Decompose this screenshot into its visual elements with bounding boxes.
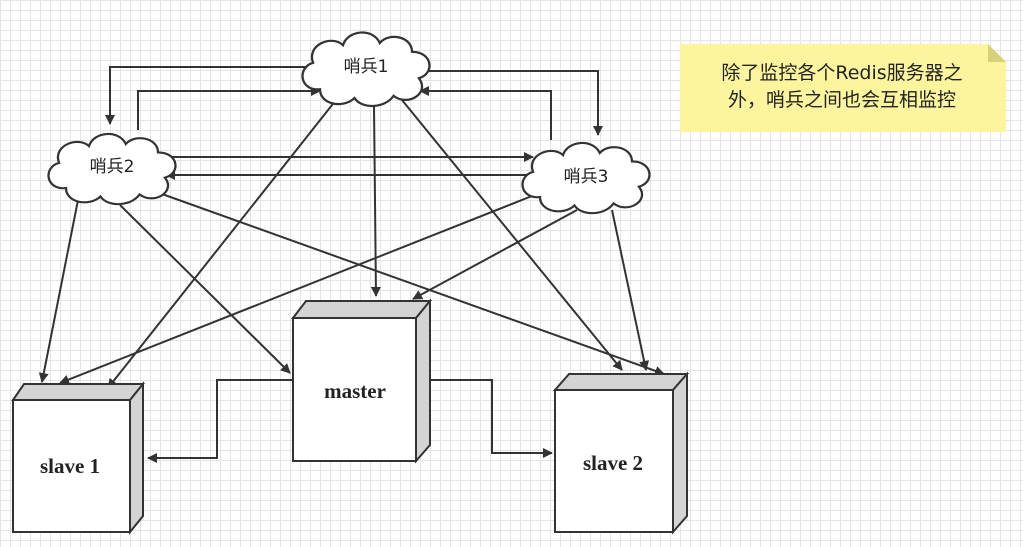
slave-2-box[interactable]: slave 2	[552, 371, 690, 535]
master-box[interactable]: master	[290, 298, 433, 464]
edge-s2-to-s1	[137, 86, 321, 130]
sentinel-3-label: 哨兵3	[564, 167, 609, 187]
sentinel-1-cloud[interactable]: 哨兵1	[301, 31, 431, 108]
edge-s2-to-slave2	[161, 193, 665, 376]
sentinel-mesh-edges	[105, 66, 603, 180]
sentinel-2-cloud[interactable]: 哨兵2	[47, 132, 177, 206]
edge-s3-to-master	[412, 209, 578, 300]
slave-2-label: slave 2	[583, 451, 643, 475]
edge-s2-to-slave1	[38, 199, 79, 383]
sticky-note	[680, 44, 1006, 132]
edge-s1-to-master	[370, 105, 381, 297]
master-label: master	[324, 379, 386, 403]
slave-1-box[interactable]: slave 1	[11, 381, 146, 535]
edge-s2-to-master	[119, 204, 291, 374]
sentinel-3-cloud[interactable]: 哨兵3	[521, 141, 651, 215]
sentinel-1-label: 哨兵1	[344, 57, 389, 77]
monitor-edges	[38, 99, 665, 389]
replication-edges	[147, 379, 553, 463]
edge-s3-to-slave1	[59, 195, 533, 385]
sentinel-2-label: 哨兵2	[90, 157, 135, 177]
edge-master-to-slave2	[430, 379, 553, 458]
edge-s3-to-slave2	[611, 209, 650, 371]
edge-s1-to-s2	[105, 66, 310, 125]
edge-s3-to-s1	[419, 86, 552, 140]
edge-s1-to-slave1	[107, 99, 337, 389]
edge-s1-to-slave2	[401, 99, 623, 371]
sticky-note-text: 除了监控各个Redis服务器之 外，哨兵之间也会互相监控	[721, 62, 963, 111]
slave-1-label: slave 1	[40, 454, 100, 478]
edge-s1-to-s3	[414, 70, 603, 136]
edge-master-to-slave1	[147, 379, 294, 463]
